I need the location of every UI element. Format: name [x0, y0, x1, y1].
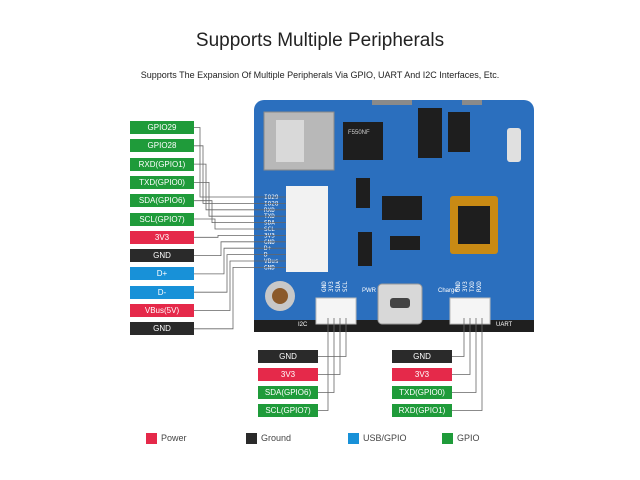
legend-swatch-power: [146, 433, 157, 444]
legend-swatch-usb-gpio: [348, 433, 359, 444]
connector-line: [194, 247, 286, 275]
connector-line: [318, 318, 341, 375]
silk-label: 3V3: [264, 232, 275, 239]
silk-label: RXD: [264, 207, 275, 214]
pin-label-sda-gpio6: SDA(GPIO6): [130, 194, 194, 208]
silk-label: D-: [264, 252, 271, 259]
silk-label: IO28: [264, 200, 279, 207]
uart-pin-label-gnd: GND: [392, 350, 452, 363]
connector-line: [318, 318, 329, 411]
silk-label: IO29: [264, 194, 279, 201]
silk-label: GND: [264, 239, 275, 246]
pin-label-gpio29: GPIO29: [130, 121, 194, 134]
uart-pin-label-3v3: 3V3: [392, 368, 452, 381]
silk-label: 3V3: [328, 281, 335, 292]
uart-board-label: UART: [496, 322, 513, 328]
silk-label: RXD: [476, 281, 483, 292]
ic-array: [418, 108, 442, 158]
legend-label-usb-gpio: USB/GPIO: [363, 433, 407, 443]
connector-line: [318, 318, 335, 393]
top-pad-strip-2: [462, 100, 482, 105]
connector-line: [318, 318, 347, 357]
connector-line: [194, 127, 286, 198]
connector-line: [194, 241, 286, 257]
i2c-pin-label-scl-gpio7: SCL(GPIO7): [258, 404, 318, 417]
uart-pin-label-rxd-gpio1: RXD(GPIO1): [392, 404, 452, 417]
silk-label: SDA: [264, 220, 275, 227]
legend-swatch-gpio: [442, 433, 453, 444]
connector-line: [194, 163, 286, 211]
silk-label: GND: [455, 281, 462, 292]
pin-label-3v3: 3V3: [130, 230, 194, 244]
silk-label: GND: [264, 264, 275, 271]
silk-label: 3V3: [462, 281, 469, 292]
connector-line: [194, 145, 286, 204]
pin-label-gnd: GND: [130, 322, 194, 336]
page-title: Supports Multiple Peripherals: [195, 30, 445, 51]
ic-array-2: [448, 112, 470, 152]
touch-chip: [458, 206, 490, 244]
silk-label: SCL: [264, 226, 275, 233]
connector-lines: [194, 127, 483, 411]
legend-label-power: Power: [161, 433, 187, 443]
i2c-pin-label-sda-gpio6: SDA(GPIO6): [258, 386, 318, 399]
pin-label-txd-gpio0: TXD(GPIO0): [130, 175, 194, 189]
connector-line: [452, 318, 477, 393]
charge-board-label: Charge: [438, 288, 458, 294]
fpc-connector: [286, 186, 328, 272]
pin-label-d: D+: [130, 267, 194, 281]
legend-label-ground: Ground: [261, 433, 292, 443]
silk-label: TXD: [264, 213, 275, 220]
connector-line: [452, 318, 483, 411]
i2c-pin-label-3v3: 3V3: [258, 368, 318, 381]
pin-label-d: D-: [130, 285, 194, 299]
silk-label: VBus: [264, 258, 279, 265]
connector-line: [194, 218, 286, 230]
pin-label-gnd: GND: [130, 249, 194, 263]
pwr-board-label: PWR: [362, 288, 377, 294]
connector-line: [194, 234, 286, 238]
svg-text:F550NF: F550NF: [348, 130, 370, 136]
legend-swatch-ground: [246, 433, 257, 444]
silk-label: GND: [321, 281, 328, 292]
silk-label: TXD: [469, 281, 476, 292]
top-pad-strip: [372, 100, 412, 105]
page-subtitle: Supports The Expansion Of Multiple Perip…: [140, 70, 500, 80]
connector-line: [194, 260, 286, 311]
main-chip: [343, 122, 383, 160]
pin-label-gpio28: GPIO28: [130, 139, 194, 153]
connector-line: [194, 254, 286, 293]
pin-label-vbus-5v: VBus(5V): [130, 304, 194, 317]
silk-label: D+: [264, 245, 272, 252]
pin-label-scl-gpio7: SCL(GPIO7): [130, 212, 194, 226]
sd-card-contacts: [276, 120, 304, 162]
silk-label: SCL: [342, 281, 349, 292]
i2c-connector: [315, 297, 357, 325]
connector-line: [452, 318, 471, 375]
i2c-pin-label-gnd: GND: [258, 350, 318, 363]
side-connector: [507, 128, 521, 162]
connector-line: [194, 200, 286, 224]
pin-label-rxd-gpio1: RXD(GPIO1): [130, 157, 194, 171]
connector-line: [194, 266, 286, 330]
silk-label: SDA: [335, 281, 342, 292]
i2c-board-label: I2C: [298, 322, 308, 328]
legend-label-gpio: GPIO: [457, 433, 480, 443]
uart-pin-label-txd-gpio0: TXD(GPIO0): [392, 386, 452, 399]
connector-line: [194, 181, 286, 217]
connector-line: [452, 318, 465, 357]
